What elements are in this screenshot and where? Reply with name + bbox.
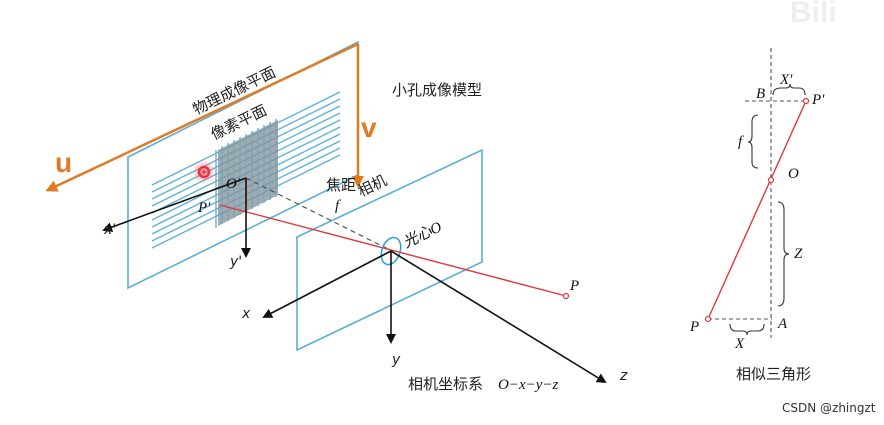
focal-f-label: f [335, 198, 341, 214]
triangle-p-point [704, 315, 712, 323]
brace-x [729, 323, 765, 336]
triangle-z-label: Z [794, 246, 803, 262]
u-axis-arrow [45, 42, 359, 192]
focal-length-label: 焦距 [326, 176, 356, 194]
camera-coord-label: 相机坐标系 [408, 375, 483, 393]
pixel-grid [215, 119, 277, 228]
u-label: u [55, 147, 72, 178]
x-prime-label: x' [103, 222, 116, 238]
z-label: z [619, 368, 628, 384]
optical-center-label: 光心O [400, 218, 444, 251]
csdn-watermark: CSDN @zhingzt [782, 401, 876, 415]
v-label: v [361, 112, 377, 143]
optical-center-lens [380, 236, 402, 266]
brace-z [777, 201, 790, 307]
x-axis [262, 250, 392, 318]
triangle-a-label: A [777, 316, 788, 332]
projection-ray [219, 204, 567, 297]
triangle-o-point [767, 176, 775, 184]
triangle-o-label: O [788, 166, 799, 182]
logo-watermark: Bili [790, 0, 837, 29]
pixel-plane [218, 120, 278, 226]
triangle-b-label: B [756, 86, 765, 102]
triangle-p-prime-point [802, 97, 810, 105]
camera-coord-formula: O−x−y−z [498, 377, 559, 393]
x-prime-axis [102, 177, 247, 232]
brace-x-prime [772, 83, 806, 96]
x-label: x [241, 306, 251, 322]
p-prime-label: P' [197, 200, 211, 216]
triangle-x-prime-label: X' [779, 72, 793, 88]
y-prime-label: y' [229, 254, 242, 270]
y-label: y [391, 352, 401, 368]
triangle-x-label: X [734, 336, 745, 352]
o-prime-label: O' [226, 176, 241, 192]
triangle-p-prime-label: P' [811, 92, 825, 108]
z-axis [390, 250, 607, 384]
diagram-title: 小孔成像模型 [392, 81, 482, 99]
triangle-caption: 相似三角形 [736, 365, 811, 383]
triangle-f-label: f [738, 134, 744, 150]
triangle-ray [707, 100, 807, 320]
triangle-p-label: P [689, 319, 699, 335]
brace-f [747, 114, 759, 169]
pixel-origin-point [197, 165, 211, 179]
camera-plane [296, 148, 483, 352]
p-label: P [569, 278, 579, 294]
point-p-marker [562, 292, 570, 300]
